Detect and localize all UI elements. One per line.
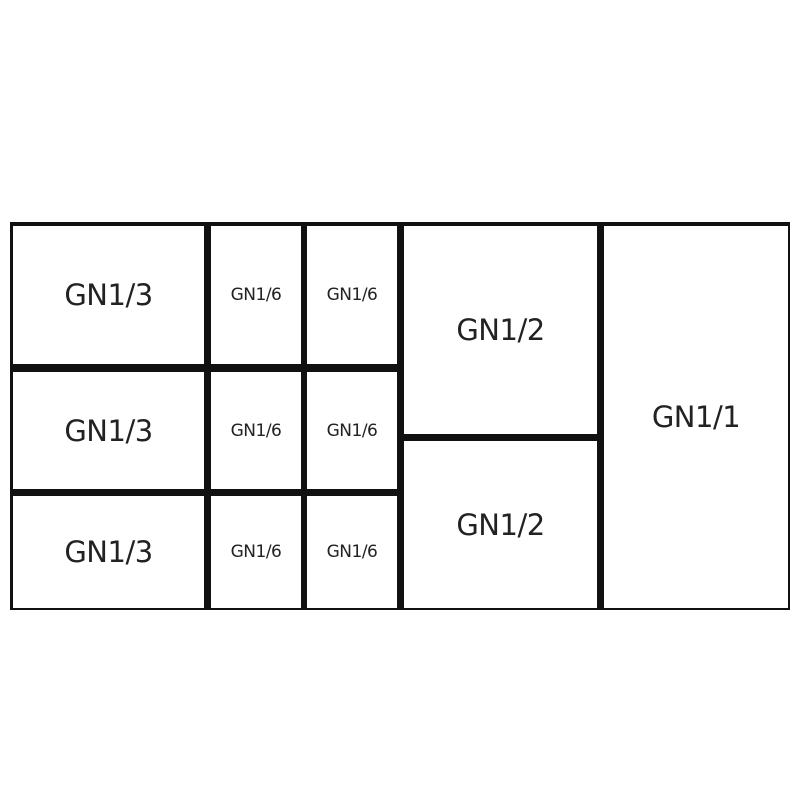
- cell-label: GN1/6: [230, 542, 282, 562]
- cell-label: GN1/3: [64, 413, 153, 448]
- cell-label: GN1/1: [651, 400, 741, 434]
- cell-gn-1-6: GN1/6: [307, 496, 397, 608]
- cell-label: GN1/6: [230, 420, 282, 441]
- cell-gn-1-2: GN1/2: [404, 441, 597, 608]
- cell-label: GN1/2: [456, 507, 545, 542]
- cell-gn-1-6: GN1/6: [307, 226, 397, 364]
- cell-gn-1-6: GN1/6: [211, 226, 301, 364]
- cell-gn-1-3: GN1/3: [13, 226, 204, 364]
- cell-label: GN1/6: [326, 420, 378, 441]
- cell-label: GN1/6: [230, 285, 282, 305]
- cell-label: GN1/3: [64, 535, 153, 569]
- cell-gn-1-6: GN1/6: [211, 372, 301, 489]
- cell-gn-1-3: GN1/3: [13, 372, 204, 489]
- cell-gn-1-3: GN1/3: [13, 496, 204, 608]
- cell-label: GN1/6: [326, 285, 378, 305]
- cell-label: GN1/3: [64, 278, 153, 312]
- cell-gn-1-6: GN1/6: [211, 496, 301, 608]
- cell-gn-1-2: GN1/2: [404, 226, 597, 434]
- gastronorm-layout-diagram: GN1/3 GN1/3 GN1/3 GN1/6 GN1/6 GN1/6 GN1/…: [10, 222, 790, 610]
- cell-gn-1-6: GN1/6: [307, 372, 397, 489]
- cell-label: GN1/2: [456, 313, 545, 347]
- cell-label: GN1/6: [326, 542, 378, 562]
- cell-gn-1-1: GN1/1: [604, 226, 788, 608]
